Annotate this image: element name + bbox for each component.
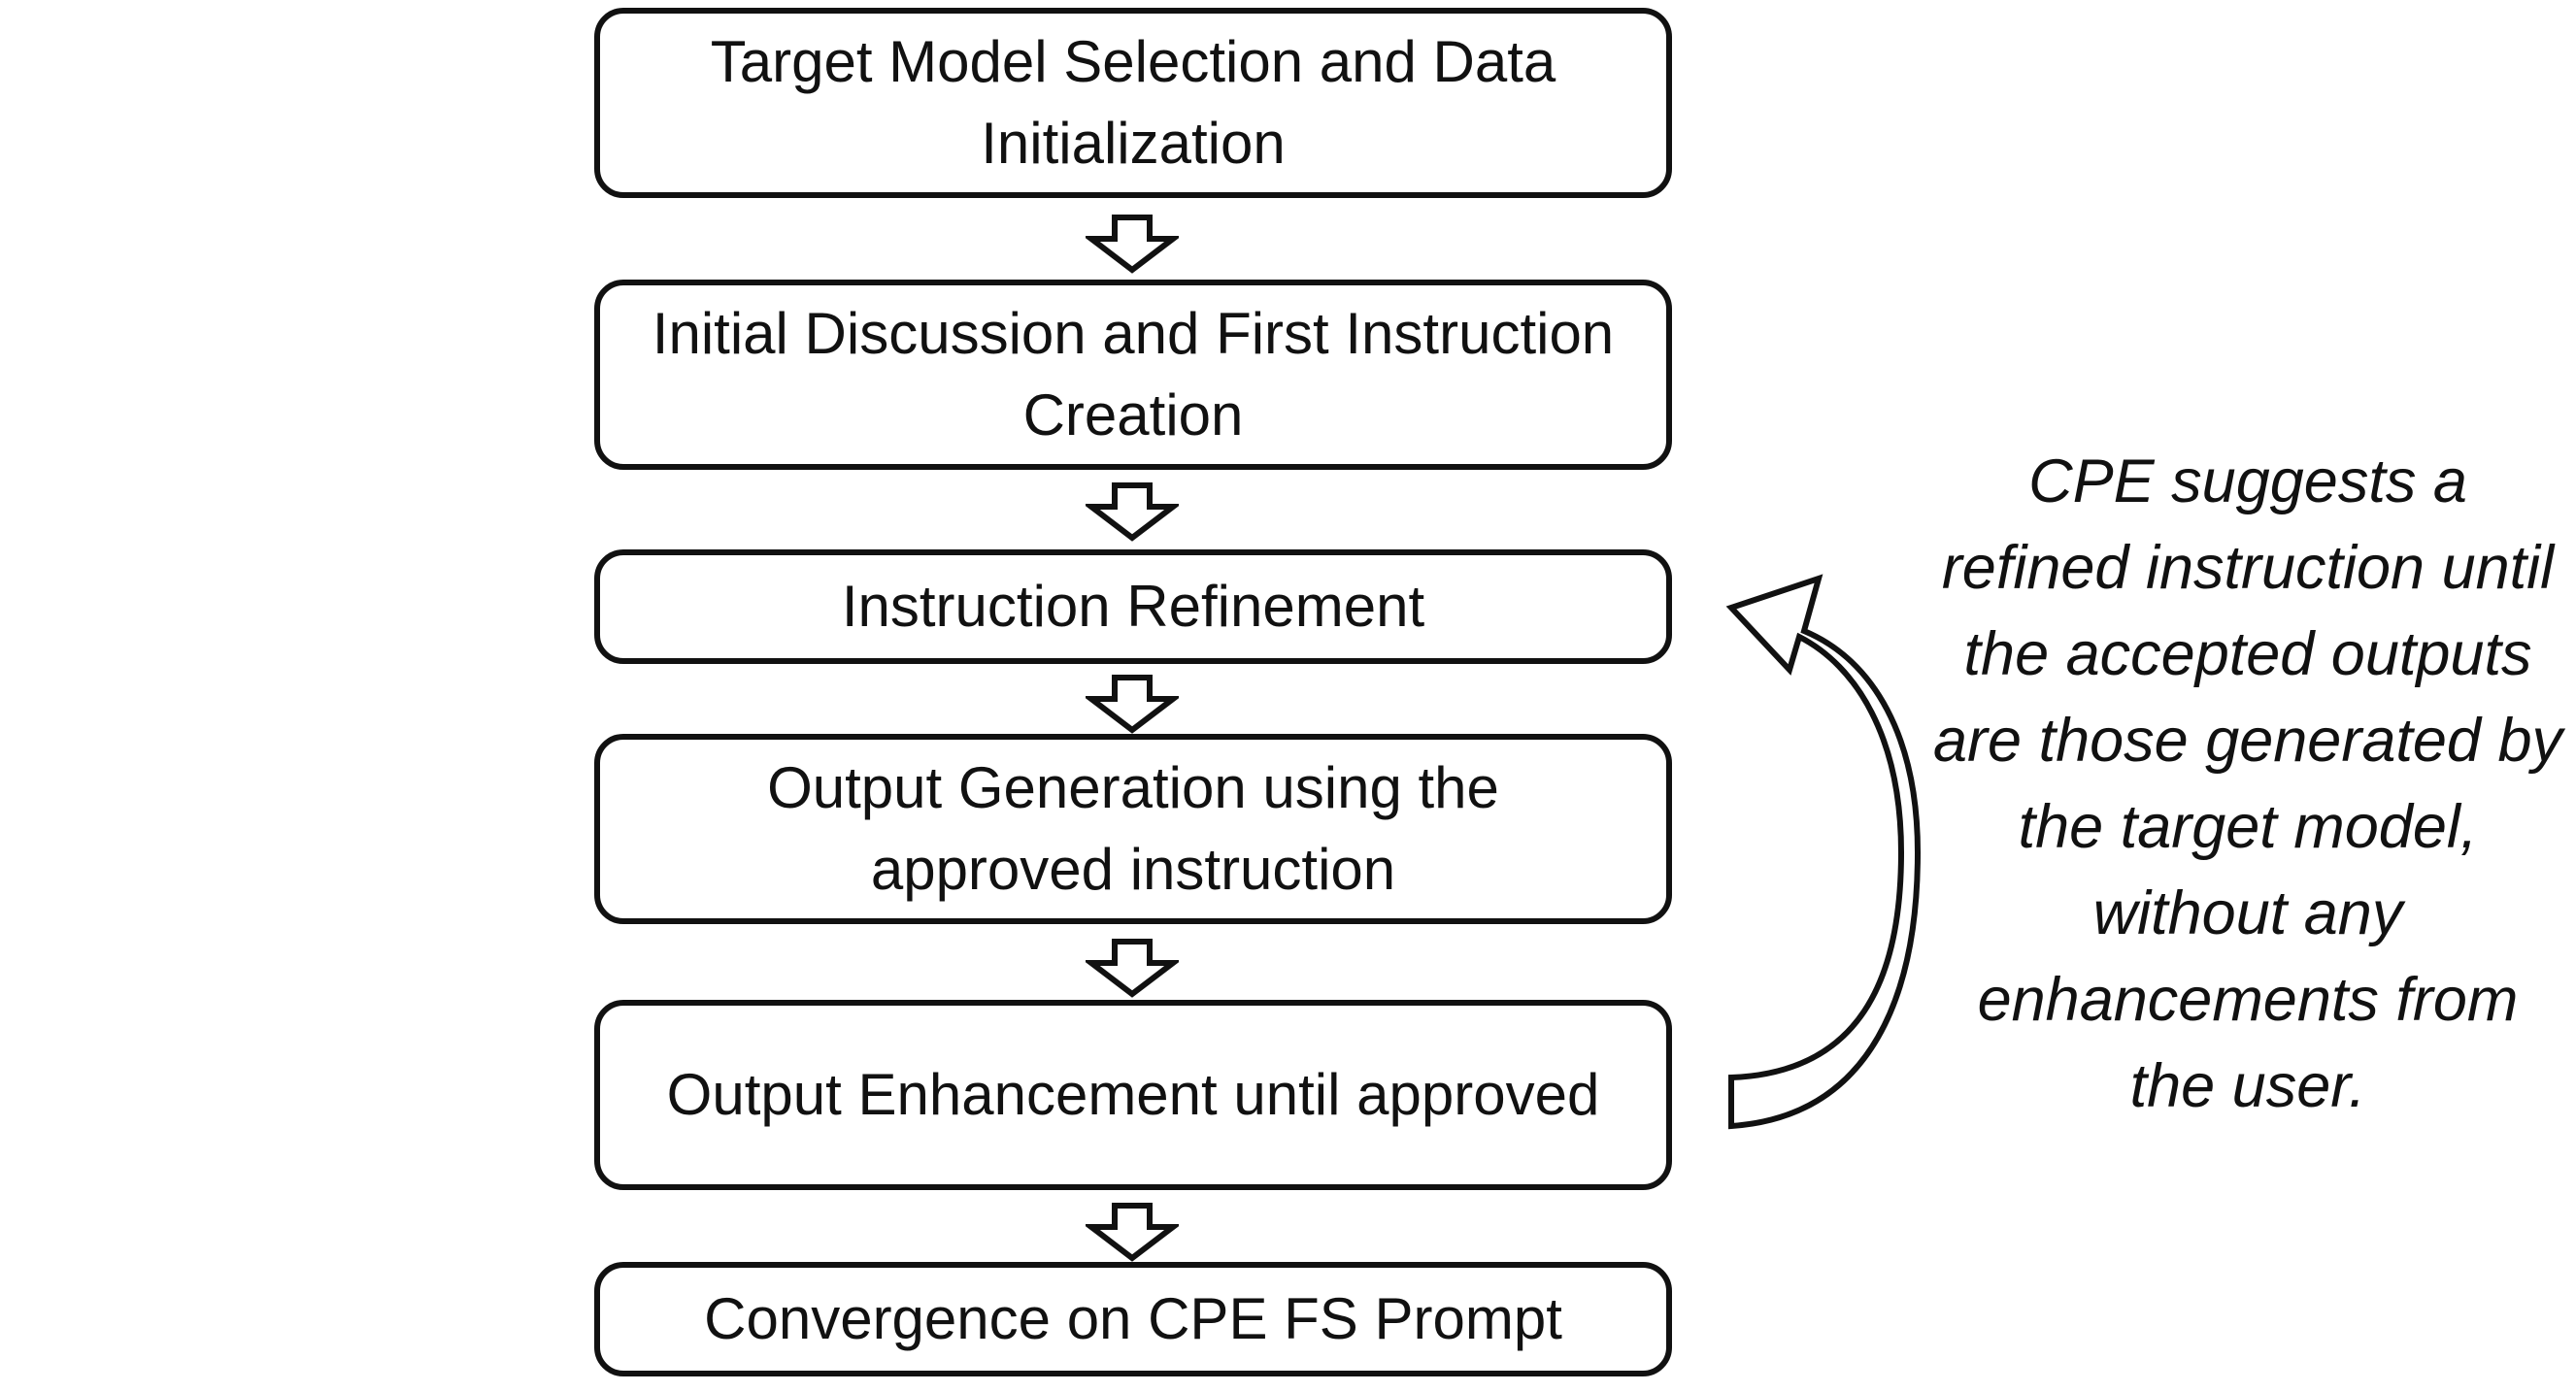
step-initial-discussion: Initial Discussion and First Instruction…	[594, 280, 1672, 470]
step-label: Output Enhancement until approved	[666, 1062, 1600, 1127]
step-label: Target Model Selection and Data Initiali…	[710, 29, 1556, 176]
down-arrow-icon	[1086, 482, 1179, 542]
feedback-note: CPE suggests a refined instruction until…	[1933, 447, 2562, 1120]
down-arrow-icon	[1086, 1203, 1179, 1262]
step-label: Convergence on CPE FS Prompt	[704, 1286, 1562, 1351]
step-label: Output Generation using the approved ins…	[767, 755, 1499, 902]
step-label: Instruction Refinement	[841, 574, 1425, 639]
step-output-enhancement: Output Enhancement until approved	[594, 1000, 1672, 1190]
step-convergence: Convergence on CPE FS Prompt	[594, 1262, 1672, 1376]
step-instruction-refinement: Instruction Refinement	[594, 549, 1672, 664]
step-label: Initial Discussion and First Instruction…	[652, 301, 1615, 447]
down-arrow-icon	[1086, 215, 1179, 274]
step-target-model-selection: Target Model Selection and Data Initiali…	[594, 8, 1672, 198]
step-output-generation: Output Generation using the approved ins…	[594, 734, 1672, 924]
down-arrow-icon	[1086, 675, 1179, 734]
down-arrow-icon	[1086, 939, 1179, 998]
